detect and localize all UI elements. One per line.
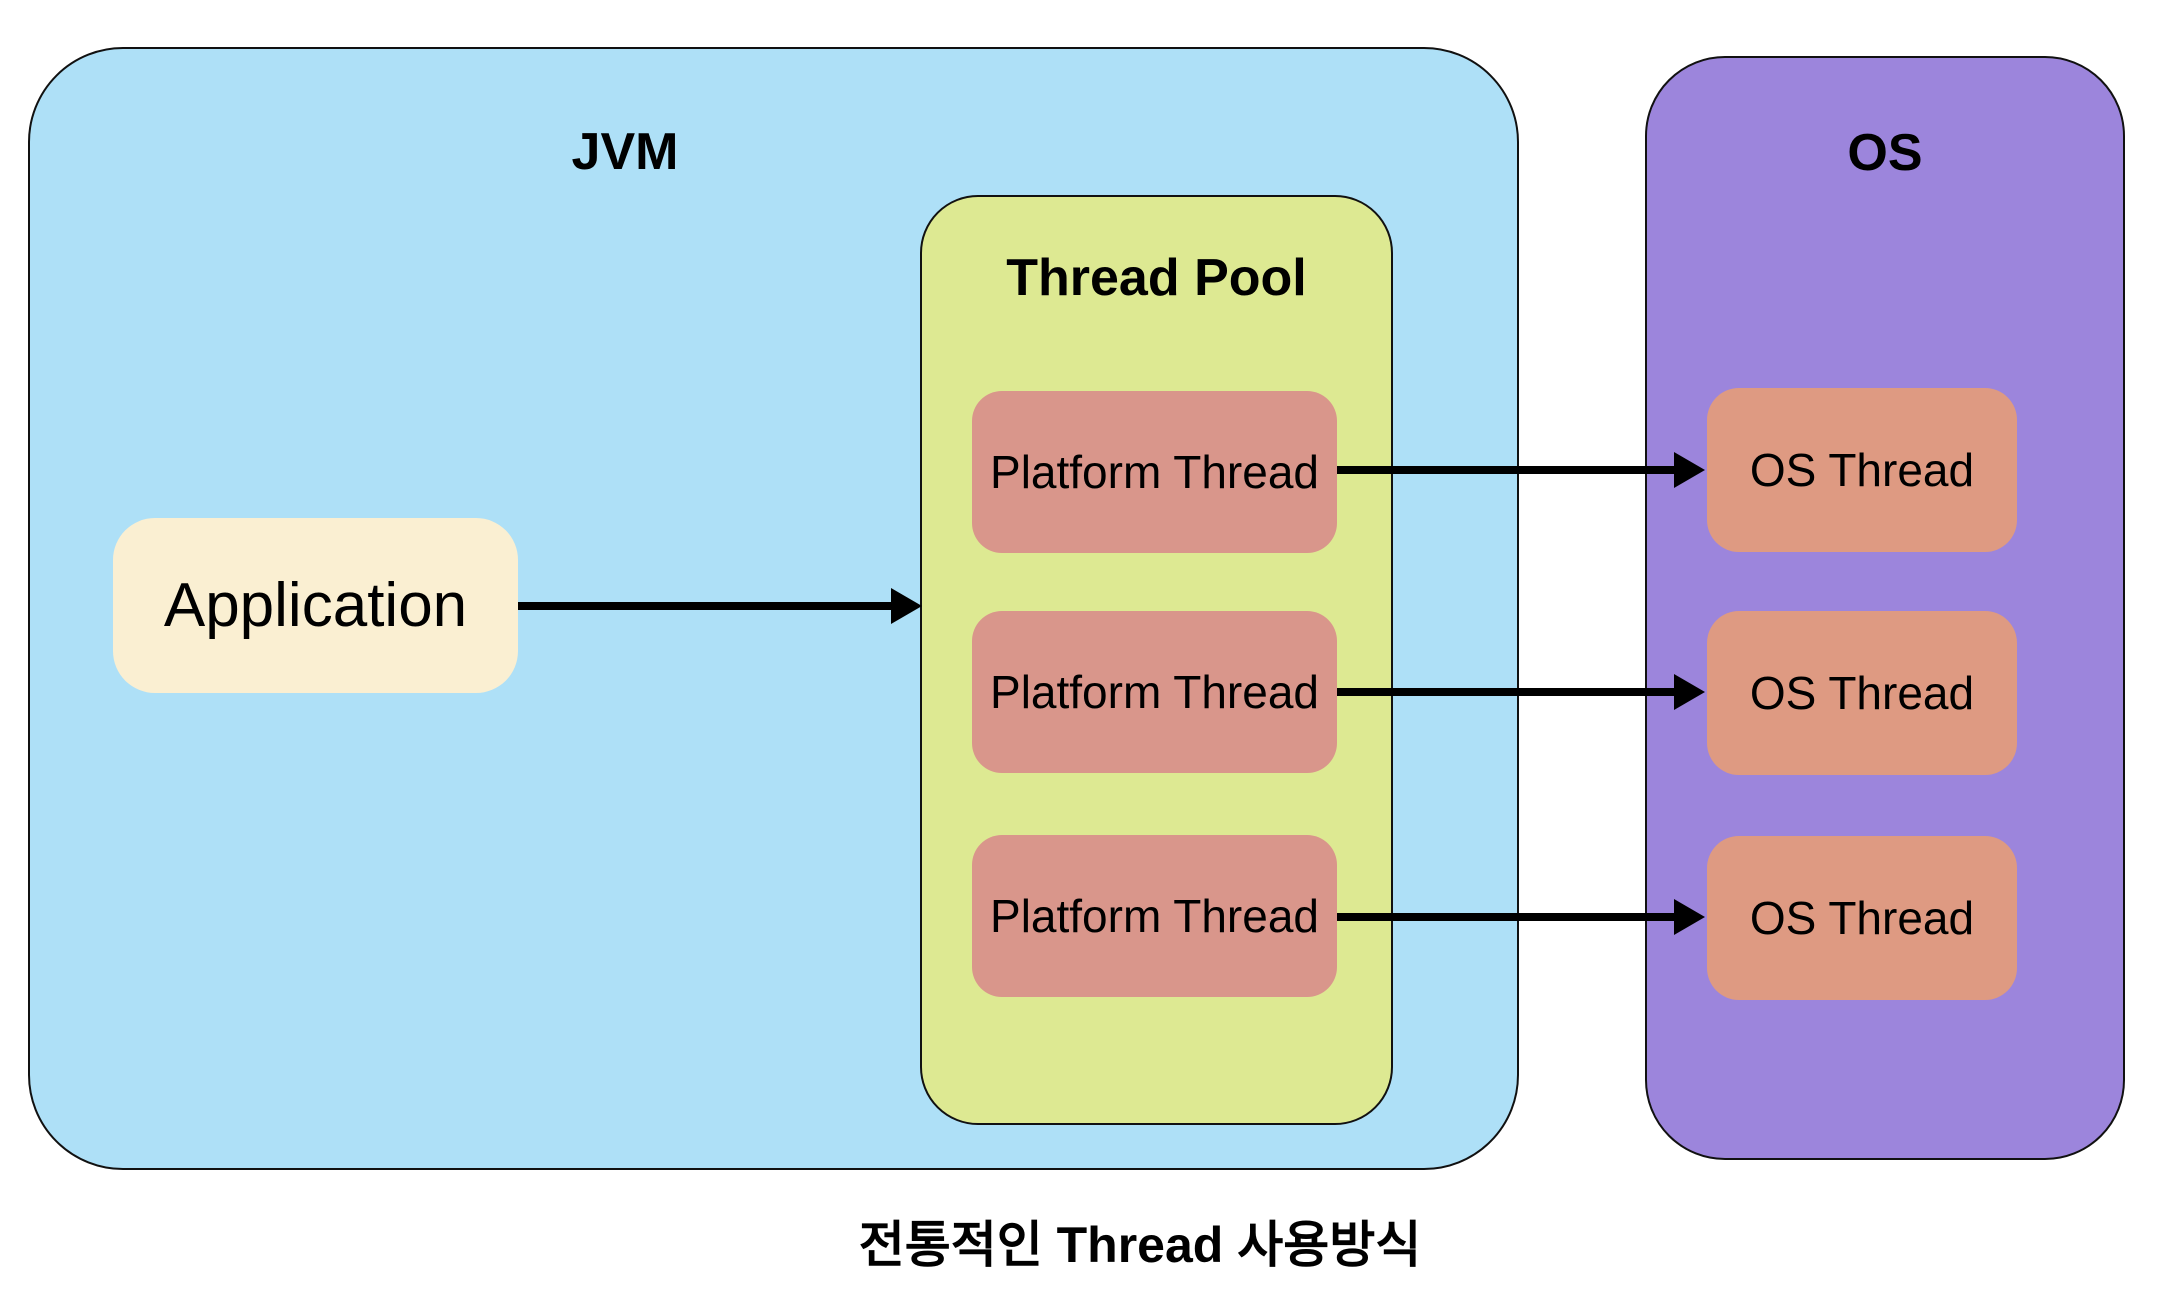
- arrow-shaft: [1337, 466, 1674, 474]
- application-label: Application: [163, 570, 468, 640]
- arrow-shaft: [518, 602, 891, 610]
- arrow-platform-thread-2-to-os-thread-2: [1337, 674, 1705, 710]
- arrow-shaft: [1337, 913, 1674, 921]
- os-title: OS: [1847, 124, 1923, 182]
- jvm-title: JVM: [571, 123, 679, 181]
- os-thread-label-3: OS Thread: [1749, 892, 1975, 944]
- platform-thread-label-3: Platform Thread: [990, 890, 1319, 942]
- platform-thread-label-2: Platform Thread: [990, 666, 1319, 718]
- thread-pool-title: Thread Pool: [1006, 249, 1307, 307]
- os-thread-node-1: OS Thread: [1707, 388, 2017, 552]
- arrow-platform-thread-3-to-os-thread-3: [1337, 899, 1705, 935]
- arrow-head-icon: [1674, 899, 1705, 935]
- arrow-platform-thread-1-to-os-thread-1: [1337, 452, 1705, 488]
- platform-thread-label-1: Platform Thread: [990, 446, 1319, 498]
- arrow-head-icon: [1674, 452, 1705, 488]
- arrow-head-icon: [891, 588, 922, 624]
- arrow-head-icon: [1674, 674, 1705, 710]
- arrow-application-to-thread-pool: [518, 588, 922, 624]
- arrow-shaft: [1337, 688, 1674, 696]
- os-thread-label-2: OS Thread: [1749, 667, 1975, 719]
- diagram-caption: 전통적인 Thread 사용방식: [858, 1217, 1422, 1273]
- application-node: Application: [113, 518, 518, 693]
- platform-thread-node-3: Platform Thread: [972, 835, 1337, 997]
- os-thread-label-1: OS Thread: [1749, 444, 1975, 496]
- platform-thread-node-2: Platform Thread: [972, 611, 1337, 773]
- os-thread-node-2: OS Thread: [1707, 611, 2017, 775]
- platform-thread-node-1: Platform Thread: [972, 391, 1337, 553]
- os-thread-node-3: OS Thread: [1707, 836, 2017, 1000]
